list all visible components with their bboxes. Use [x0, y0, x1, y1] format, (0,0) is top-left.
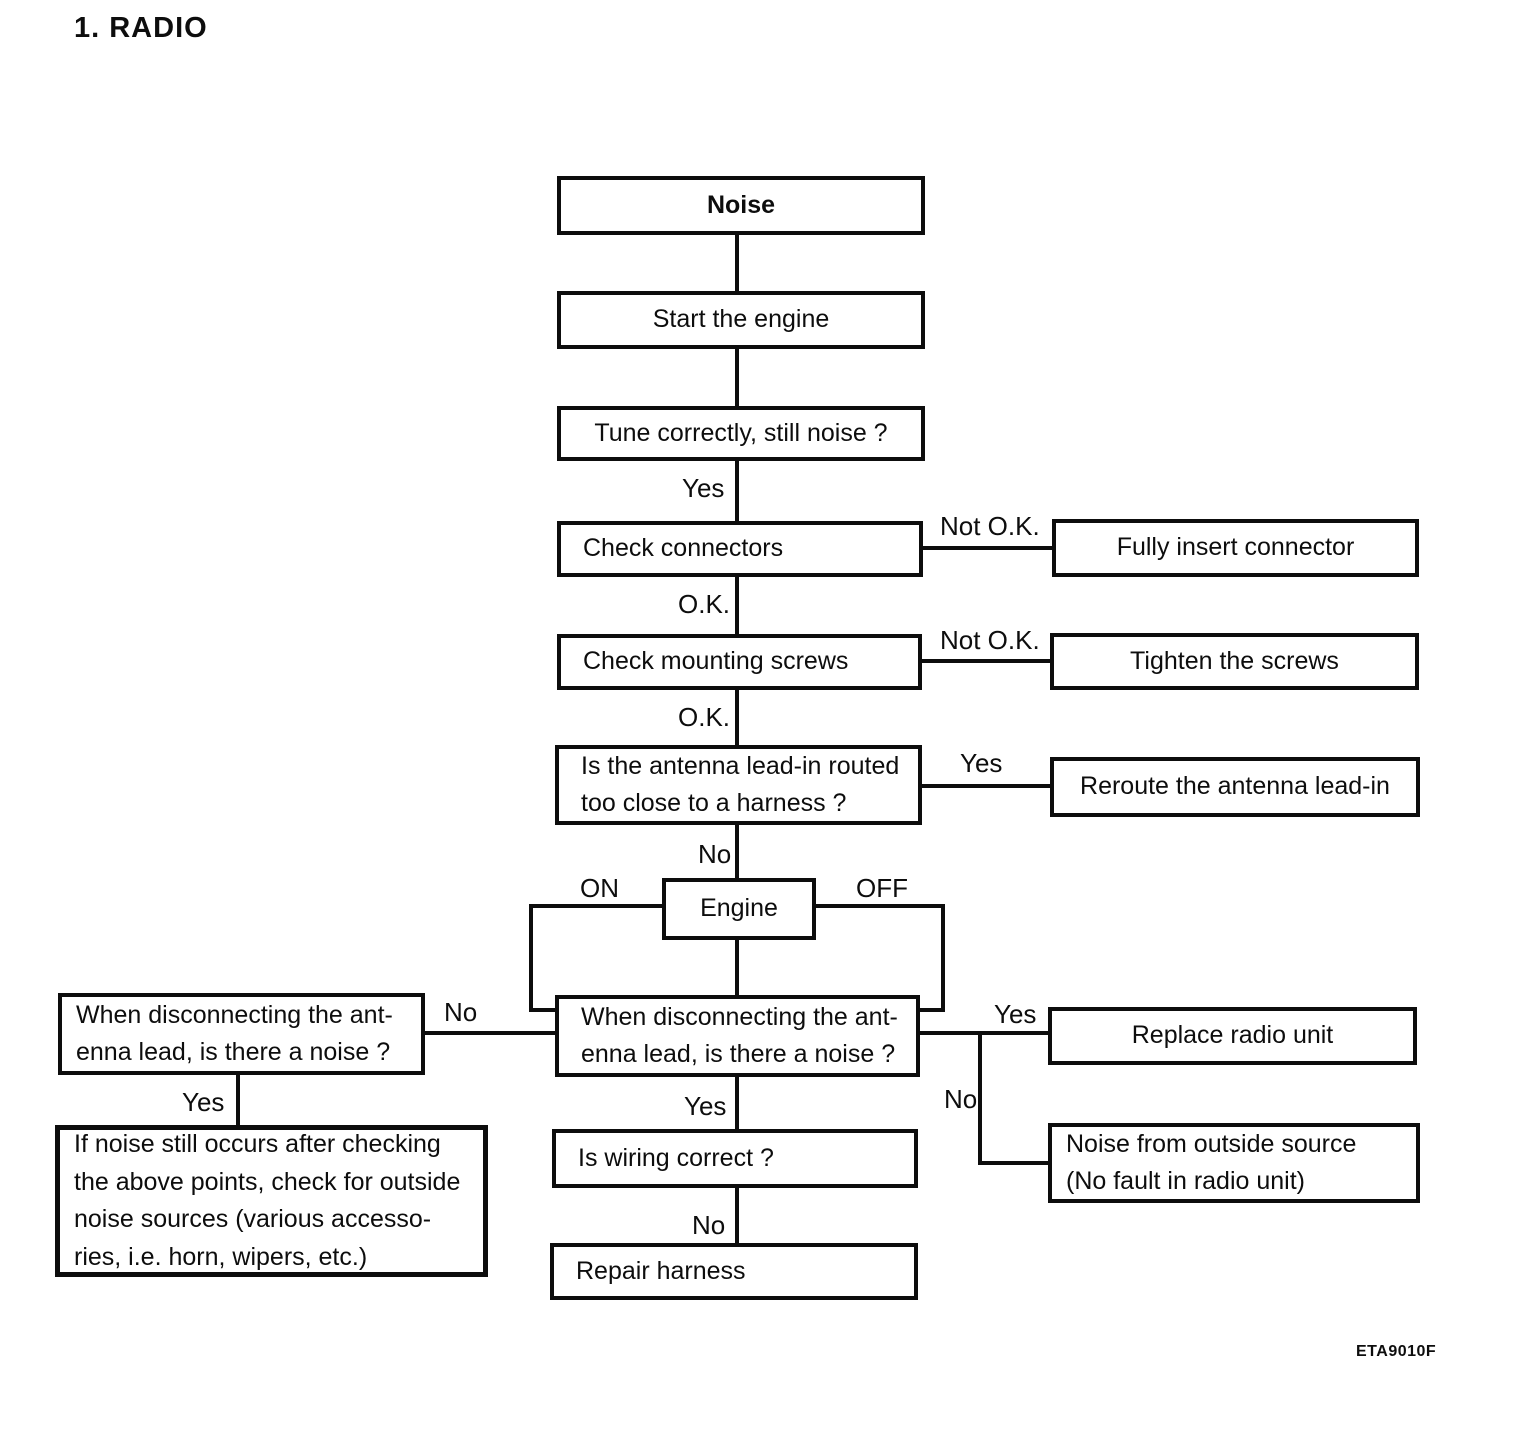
- node-outside-noise-check: If noise still occurs after checking the…: [55, 1125, 488, 1277]
- label-yes-center: Yes: [994, 999, 1037, 1029]
- node-reroute-antenna: Reroute the antenna lead-in: [1050, 757, 1420, 817]
- label-ok-connectors: O.K.: [678, 589, 731, 619]
- node-noise: Noise: [557, 176, 925, 235]
- node-when-disconnect-center: When disconnecting the ant- enna lead, i…: [555, 995, 920, 1077]
- edge-engine-off-top: [814, 904, 945, 908]
- label-engine-on: ON: [580, 873, 619, 903]
- label-engine-off: OFF: [856, 873, 908, 903]
- label-yes-left-down: Yes: [182, 1087, 225, 1117]
- figure-code: ETA9010F: [1356, 1343, 1437, 1360]
- edge-center-yes-to-replace: [918, 1031, 1050, 1035]
- edge-engine-to-center: [735, 938, 739, 999]
- node-fully-insert-connector: Fully insert connector: [1052, 519, 1419, 577]
- label-no-center: No: [944, 1084, 978, 1114]
- edge-tune-to-connectors: [735, 459, 739, 525]
- edge-engine-on-bottom: [529, 1008, 559, 1012]
- edge-wiring-to-repair: [735, 1186, 739, 1247]
- edge-left-yes-down: [236, 1073, 240, 1128]
- node-start-engine: Start the engine: [557, 291, 925, 349]
- edge-engine-on-side: [529, 904, 533, 1012]
- label-no-antenna: No: [698, 839, 732, 869]
- label-yes-wiring: Yes: [684, 1091, 727, 1121]
- label-yes-tune: Yes: [682, 473, 725, 503]
- label-no-wiring: No: [692, 1210, 726, 1240]
- edge-center-no-to-left-box: [423, 1031, 559, 1035]
- edge-engine-off-bottom: [916, 1008, 945, 1012]
- node-tighten-screws: Tighten the screws: [1050, 633, 1419, 690]
- page-title: 1. RADIO: [74, 12, 208, 44]
- edge-connectors-to-screws: [735, 575, 739, 638]
- edge-screws-to-antenna: [735, 688, 739, 749]
- node-antenna-lead-in-routed: Is the antenna lead-in routed too close …: [555, 745, 922, 825]
- label-ok-screws: O.K.: [678, 702, 731, 732]
- node-noise-outside-source: Noise from outside source (No fault in r…: [1048, 1123, 1420, 1203]
- node-check-mounting-screws: Check mounting screws: [557, 634, 922, 690]
- node-tune-correctly: Tune correctly, still noise ?: [557, 406, 925, 461]
- edge-engine-off-side: [941, 904, 945, 1012]
- edge-no-branch-to-outside: [978, 1161, 1051, 1165]
- edge-engine-on-top: [529, 904, 666, 908]
- edge-screws-to-tighten: [920, 659, 1052, 663]
- label-yes-antenna: Yes: [960, 748, 1003, 778]
- node-when-disconnect-left: When disconnecting the ant- enna lead, i…: [58, 993, 425, 1075]
- node-is-wiring-correct: Is wiring correct ?: [552, 1129, 918, 1188]
- node-engine: Engine: [662, 878, 816, 940]
- edge-noise-to-start: [735, 233, 739, 295]
- edge-antenna-to-reroute: [920, 784, 1052, 788]
- node-replace-radio-unit: Replace radio unit: [1048, 1007, 1417, 1065]
- label-no-left: No: [444, 997, 478, 1027]
- edge-no-branch-down: [978, 1031, 982, 1165]
- label-not-ok-screws: Not O.K.: [940, 625, 1040, 655]
- node-repair-harness: Repair harness: [550, 1243, 918, 1300]
- node-check-connectors: Check connectors: [557, 521, 923, 577]
- edge-center-to-wiring: [735, 1075, 739, 1133]
- edge-start-to-tune: [735, 347, 739, 410]
- edge-connectors-to-insert: [921, 546, 1054, 550]
- label-not-ok-connectors: Not O.K.: [940, 511, 1040, 541]
- edge-antenna-to-engine: [735, 823, 739, 882]
